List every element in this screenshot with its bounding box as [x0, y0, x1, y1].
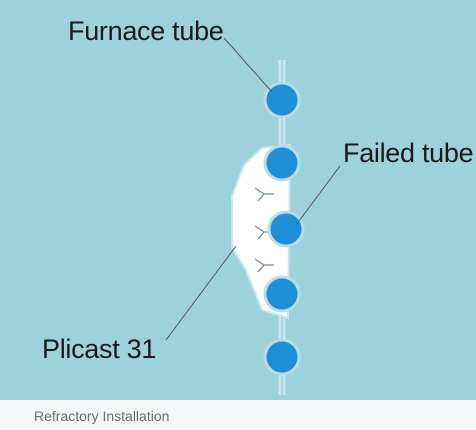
plicast-refractory-shape — [231, 143, 292, 320]
figure-caption: Refractory Installation — [34, 408, 170, 424]
furnace-tube-5 — [263, 338, 301, 376]
anchor-1 — [254, 187, 274, 202]
refractory-diagram — [165, 37, 341, 395]
leader-plicast — [165, 245, 237, 341]
failed-tube — [267, 210, 305, 248]
anchor-3 — [254, 258, 274, 273]
leader-lines — [165, 37, 341, 341]
furnace-tube-1 — [263, 81, 301, 119]
caption-strip — [0, 400, 476, 430]
leader-failed-tube — [295, 165, 341, 226]
furnace-tube-4 — [263, 275, 301, 313]
refractory-anchors — [254, 187, 286, 273]
failed-tube-label: Failed tube — [343, 138, 474, 168]
furnace-tube-label: Furnace tube — [68, 16, 224, 46]
furnace-tube-2 — [263, 144, 301, 182]
plicast-label: Plicast 31 — [42, 334, 157, 364]
tubes — [263, 81, 305, 376]
leader-furnace-tube — [223, 37, 273, 93]
